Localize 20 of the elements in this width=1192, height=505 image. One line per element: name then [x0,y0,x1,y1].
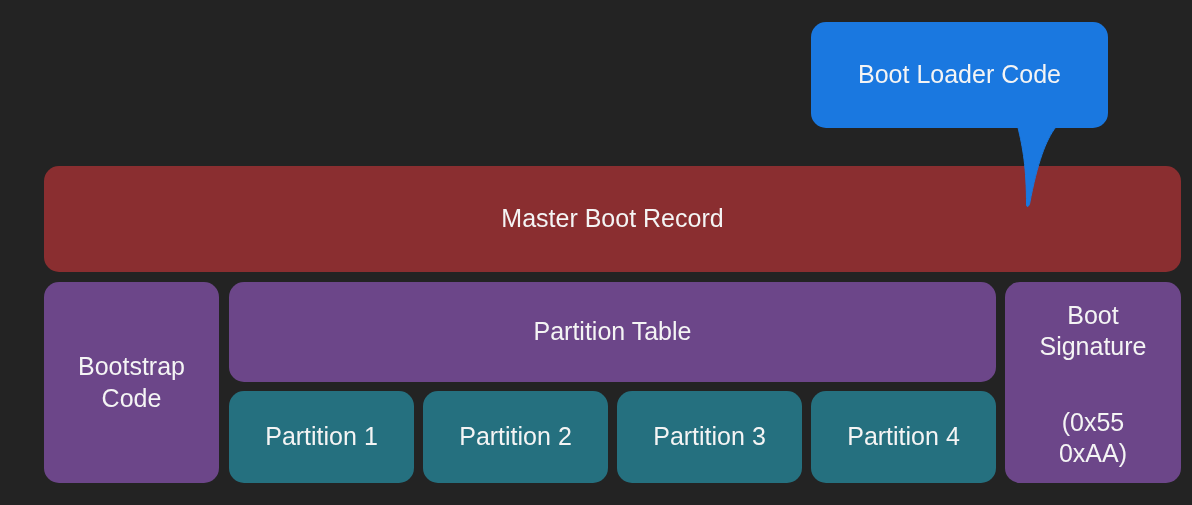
signature-value: (0x55 0xAA) [1057,406,1129,469]
partition-block [423,391,608,483]
partition-label: Partition 4 [847,421,960,453]
partition-block [811,391,996,483]
block-title: Partition Table [533,316,692,348]
partition-label: Partition 1 [265,421,378,453]
partition-block [617,391,802,483]
callout-text: Boot Loader Code [858,59,1061,91]
block-title: Boot Signature [1038,300,1148,363]
block-title: Bootstrap Code [77,351,186,414]
partition-label: Partition 2 [459,421,572,453]
partition-label: Partition 3 [653,421,766,453]
block-title: Master Boot Record [501,203,724,235]
record-block [44,166,1181,272]
callout-pointer [1017,126,1057,208]
signature-block [1005,282,1181,483]
code-block [44,282,219,483]
table-block [229,282,996,382]
partition-block [229,391,414,483]
speech-bubble [811,22,1108,128]
